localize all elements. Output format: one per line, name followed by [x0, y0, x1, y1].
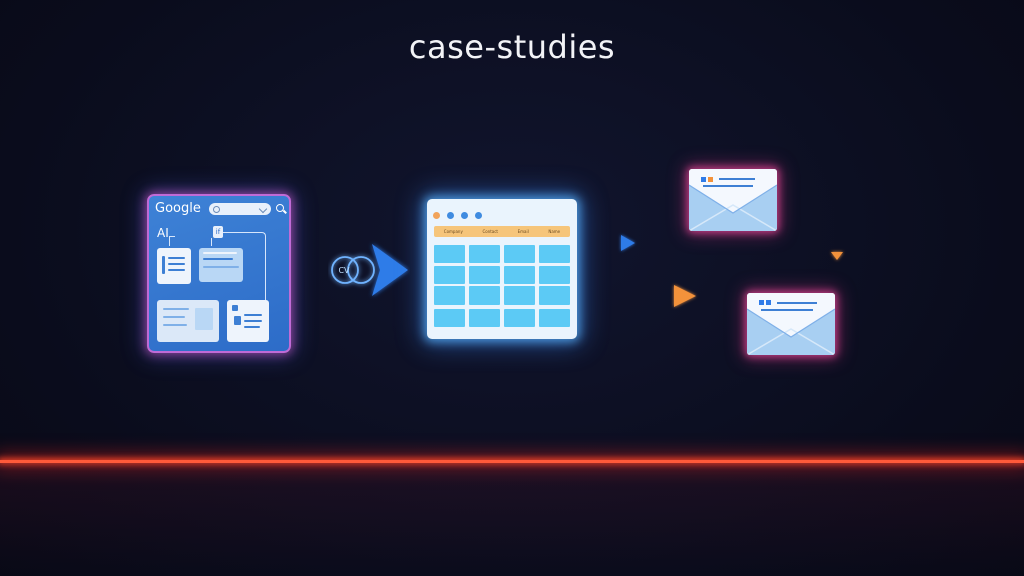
- table-cell: [504, 309, 535, 327]
- result-card: [157, 300, 219, 342]
- table-cell: [469, 266, 500, 284]
- table-cell: [504, 286, 535, 305]
- funnel-label: CV: [338, 266, 350, 275]
- table-header-cell: Name: [548, 229, 561, 234]
- table-cell: [469, 245, 500, 263]
- result-card: [199, 248, 243, 282]
- table-cell: [504, 266, 535, 284]
- table-cell: [434, 309, 465, 327]
- window-controls: [433, 204, 484, 223]
- table-header-cell: Email: [517, 229, 529, 234]
- envelope-icon: [689, 169, 777, 231]
- arrow-down-icon: [831, 240, 843, 264]
- connector-line: [169, 236, 170, 246]
- connector-line: [211, 238, 212, 246]
- result-card: [157, 248, 191, 284]
- table-header-cell: Contact: [482, 229, 498, 234]
- window-dot: [447, 212, 455, 219]
- table-cell: [469, 286, 500, 305]
- arrow-right-icon: [597, 235, 635, 251]
- table-cell: [539, 266, 570, 284]
- table-cell: [434, 266, 465, 284]
- search-brand-label: Google: [155, 201, 201, 216]
- search-ai-panel: Google AI if: [147, 194, 291, 353]
- floor-glow: [0, 463, 1024, 576]
- horizon-line: [0, 460, 1024, 463]
- table-cell: [539, 286, 570, 305]
- window-dot: [475, 212, 483, 219]
- search-bar: [209, 203, 271, 215]
- connector-line: [223, 232, 266, 313]
- table-cell: [504, 245, 535, 263]
- spreadsheet-panel: Company Contact Email Name: [427, 199, 577, 339]
- search-icon: [276, 204, 284, 212]
- table-cell: [434, 245, 465, 263]
- page-title: case-studies: [408, 28, 616, 66]
- table-header-cell: Company: [443, 229, 463, 234]
- connector-line: [169, 236, 175, 237]
- table-cell: [434, 286, 465, 305]
- table-header: Company Contact Email Name: [434, 226, 570, 237]
- window-dot: [461, 212, 469, 219]
- result-card: [227, 300, 269, 342]
- funnel-icon: CV: [331, 244, 408, 296]
- table-cell: [539, 245, 570, 263]
- arrow-right-icon: [618, 285, 696, 307]
- envelope-icon: [747, 293, 835, 355]
- table-cell: [539, 309, 570, 327]
- window-dot: [433, 212, 440, 219]
- table-cell: [469, 309, 500, 327]
- condition-tag: if: [213, 226, 223, 238]
- ai-label: AI: [157, 226, 169, 240]
